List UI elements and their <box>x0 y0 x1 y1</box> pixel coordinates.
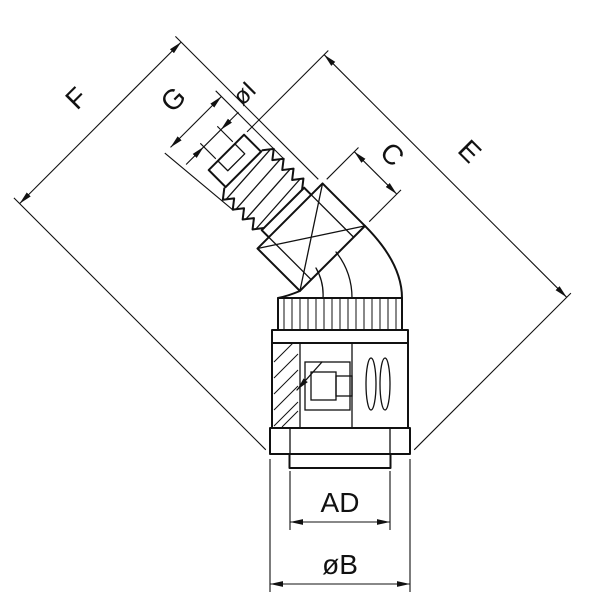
dim-label-g: G <box>155 81 192 118</box>
step-ring <box>271 329 409 344</box>
dim-label-c: C <box>374 136 410 172</box>
dim-label-oi: øI <box>228 77 262 111</box>
insert-direction-arrow <box>296 361 323 391</box>
socket-inner <box>310 371 337 401</box>
latch <box>335 375 353 397</box>
thread-end-steps <box>223 149 264 190</box>
dimension-ob: øB <box>269 459 411 592</box>
dim-label-ob: øB <box>322 549 358 580</box>
o-ring-2 <box>379 357 391 411</box>
end-collar <box>207 133 263 189</box>
bend-inner <box>277 290 301 299</box>
groove <box>260 186 313 239</box>
bore-lines <box>217 143 246 172</box>
g-dimension-line <box>170 96 222 148</box>
body-bore-walls <box>299 342 353 429</box>
thread-crest-lines <box>225 148 301 230</box>
oi-extension-lines <box>199 125 234 160</box>
body-hatch <box>273 342 299 428</box>
fitting <box>207 133 411 469</box>
oi-arrow-tail-upper <box>220 111 239 131</box>
oi-arrow-tail-lower <box>185 146 205 165</box>
dimension-c: C <box>326 136 410 223</box>
o-ring-1 <box>365 357 377 411</box>
fitting-upper-arm <box>207 133 366 292</box>
g-extension-lines <box>164 90 285 211</box>
dim-label-ad: AD <box>321 487 360 518</box>
body <box>271 342 409 429</box>
dimension-g: G <box>155 81 285 211</box>
bottom-flange <box>269 427 411 455</box>
dim-label-e: E <box>452 134 487 169</box>
e-extension-lines <box>246 50 572 451</box>
socket-outer <box>304 361 351 411</box>
bottom-stub <box>288 453 392 469</box>
dim-label-f: F <box>59 81 93 115</box>
e-dimension-line <box>323 54 568 298</box>
oi-dimension-line <box>203 129 222 148</box>
bend-flow-lines <box>315 251 353 299</box>
collar-ribs <box>283 299 397 329</box>
flange-bore-walls <box>289 427 391 455</box>
ob-extension-lines <box>269 459 411 592</box>
dimension-ad: AD <box>289 471 391 530</box>
bend-outer <box>364 224 403 299</box>
f-extension-lines <box>13 36 319 451</box>
f-dimension-line <box>19 41 182 204</box>
